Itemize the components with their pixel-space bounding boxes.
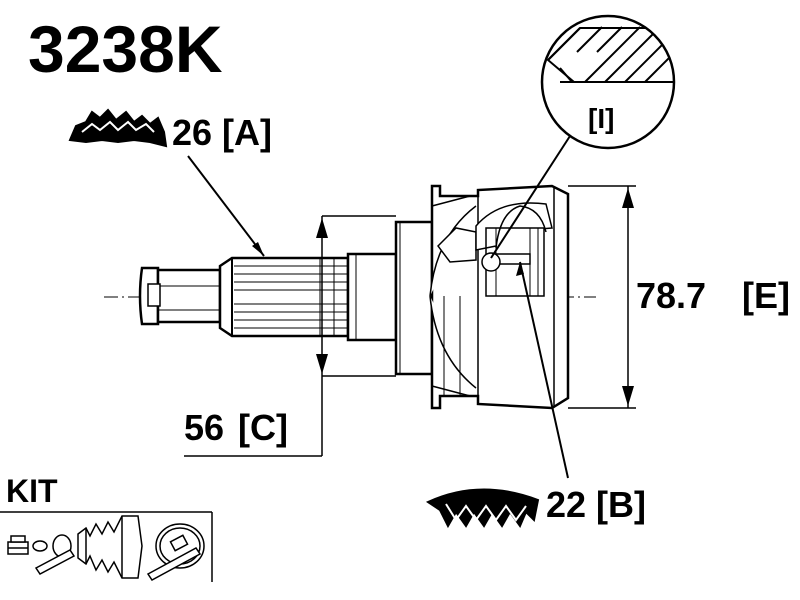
detail-tag: [I] bbox=[588, 103, 614, 134]
leader-detail bbox=[490, 135, 571, 259]
band-clamp-icon bbox=[146, 523, 205, 581]
leader-a bbox=[187, 155, 265, 257]
outer-spline-icon bbox=[68, 108, 168, 148]
dimension-c bbox=[184, 215, 396, 457]
housing-diameter-value: 78.7 bbox=[636, 275, 706, 316]
part-number: 3238K bbox=[28, 12, 223, 86]
shaft-diameter-tag: [C] bbox=[238, 407, 288, 448]
inner-spline-icon bbox=[425, 488, 540, 529]
spline-outer-value: 26 bbox=[172, 112, 212, 153]
shaft-tip bbox=[138, 266, 222, 326]
shaft-collar bbox=[346, 220, 434, 376]
clamp-icon bbox=[32, 534, 76, 575]
spline-shaft bbox=[218, 256, 350, 338]
kit-label: KIT bbox=[6, 473, 58, 509]
boot-icon bbox=[77, 515, 143, 579]
spline-outer-tag: [A] bbox=[222, 112, 272, 153]
housing-diameter-tag: [E] bbox=[742, 275, 790, 316]
kit-box bbox=[0, 511, 213, 582]
leader-b bbox=[519, 261, 569, 479]
joint-housing bbox=[429, 184, 570, 410]
spline-inner-value: 22 bbox=[546, 484, 586, 525]
nut-icon bbox=[7, 535, 29, 555]
dimension-e bbox=[568, 185, 636, 409]
detail-circle: [I] bbox=[540, 14, 676, 150]
spline-inner-tag: [B] bbox=[596, 484, 646, 525]
shaft-diameter-value: 56 bbox=[184, 407, 224, 448]
